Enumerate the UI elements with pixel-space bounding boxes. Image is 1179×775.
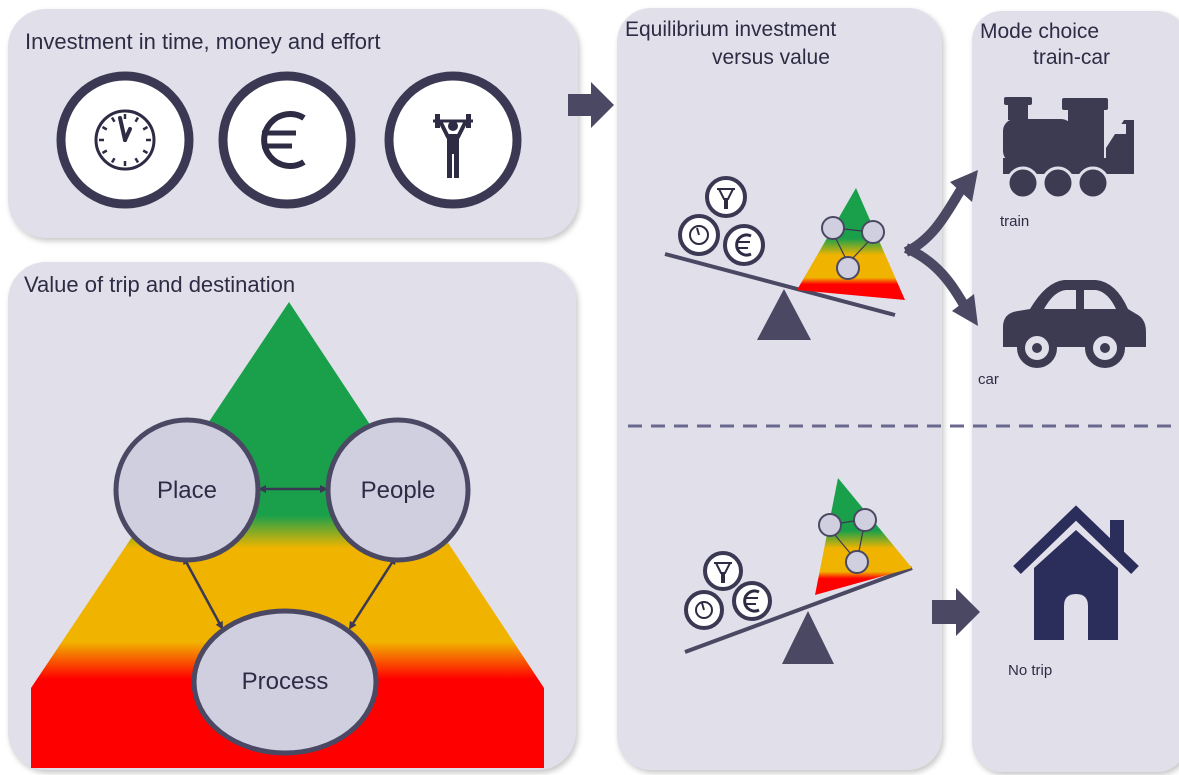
euro-icon — [218, 71, 356, 209]
train-icon — [1003, 97, 1134, 200]
coin-weightlifter-icon-bottom — [703, 551, 743, 591]
investment-title: Investment in time, money and effort — [25, 29, 381, 54]
mini-value-pyramid-bottom — [815, 478, 912, 595]
equilibrium-title-line1: Equilibrium investment — [625, 18, 837, 41]
arrow-to-car — [903, 243, 969, 308]
process-label: Process — [241, 668, 329, 695]
place-process-arrow — [182, 556, 224, 630]
house-icon — [1013, 505, 1139, 640]
people-label: People — [360, 477, 436, 504]
mini-value-pyramid-top — [797, 188, 905, 300]
equilibrium-title-line2: versus value — [712, 46, 830, 69]
arrow-to-no-trip — [932, 588, 980, 636]
balance-scale-top — [664, 176, 905, 340]
clock-icon — [56, 71, 194, 209]
balance-scale-bottom — [684, 478, 913, 664]
mode-choice-title-line2: train-car — [1033, 46, 1111, 69]
people-node — [325, 417, 471, 563]
car-icon — [1003, 280, 1146, 368]
coin-euro-icon — [723, 224, 765, 266]
equilibrium-panel — [617, 8, 942, 770]
coin-weightlifter-icon — [705, 176, 747, 218]
process-node — [191, 608, 379, 756]
pyramid-shape — [31, 302, 544, 768]
coin-clock-icon-bottom — [684, 590, 724, 630]
arrow-investment-to-equilibrium — [568, 82, 614, 128]
car-label: car — [978, 371, 999, 388]
place-label: Place — [156, 477, 218, 504]
train-label: train — [1000, 213, 1030, 230]
coin-euro-icon-bottom — [732, 581, 772, 621]
no-trip-label: No trip — [1008, 662, 1053, 679]
weightlifter-icon — [384, 71, 522, 209]
value-title: Value of trip and destination — [24, 272, 296, 297]
coin-clock-icon — [678, 214, 720, 256]
place-node — [113, 417, 261, 563]
mode-choice-title-line1: Mode choice — [980, 20, 1100, 43]
people-process-arrow — [348, 556, 397, 630]
arrow-to-train — [903, 185, 967, 257]
